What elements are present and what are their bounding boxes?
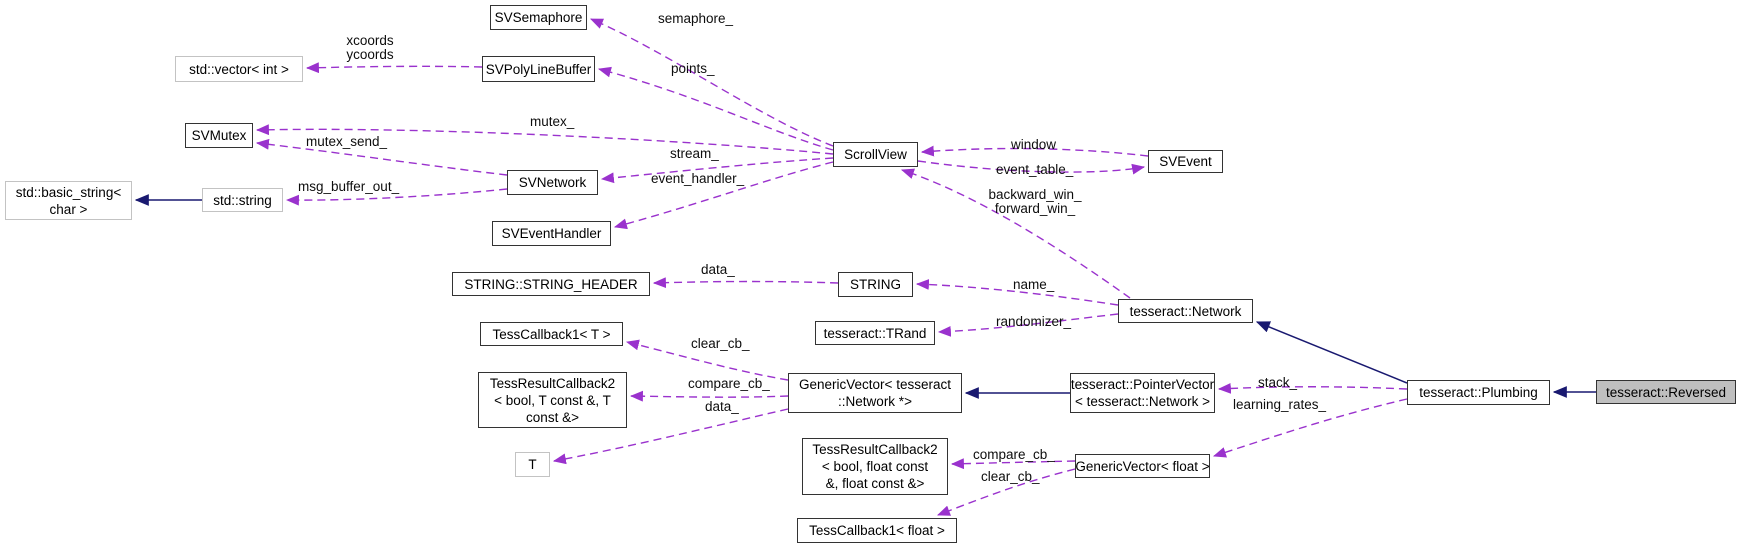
edge-semaphore (590, 18, 834, 147)
edge-mutex-send (255, 138, 508, 176)
edge-label-semaphore: semaphore_ (658, 11, 734, 26)
edge-label-backward-forward-win: backward_win_ forward_win_ (980, 188, 1090, 216)
edge-label-ycoords: ycoords (346, 47, 394, 62)
node-tesseract-plumbing[interactable]: tesseract::Plumbing (1407, 380, 1550, 405)
node-std-string: std::string (202, 188, 283, 212)
edge-label-data-t: data_ (705, 399, 739, 414)
edge-stream (600, 157, 834, 184)
edge-data-t (552, 408, 789, 465)
node-svmutex[interactable]: SVMutex (185, 123, 253, 148)
edge-window (920, 145, 1149, 157)
edge-label-clear-cb-t: clear_cb_ (691, 336, 750, 351)
node-label-line: < tesseract::Network > (1074, 394, 1211, 409)
edge-label-mutex: mutex_ (530, 114, 575, 129)
node-label-line: ::Network *> (838, 394, 912, 409)
edge-label-xcoords-ycoords: xcoords ycoords (335, 34, 405, 62)
node-string-header[interactable]: STRING::STRING_HEADER (452, 272, 650, 296)
edge-label-xcoords: xcoords (346, 33, 394, 48)
edge-data-string (652, 277, 839, 289)
node-label-line: char > (49, 201, 88, 217)
node-t: T (515, 452, 550, 477)
node-label-line: &, float const &> (825, 476, 925, 491)
edge-label-stack: stack_ (1258, 375, 1298, 390)
edge-xcoords-ycoords (305, 62, 483, 74)
node-label-line: std::basic_string< (15, 184, 122, 200)
node-genericvector-float[interactable]: GenericVector< float > (1075, 454, 1210, 478)
node-label-line: < bool, float const (821, 459, 929, 474)
node-tesseract-pointervector[interactable]: tesseract::PointerVector < tesseract::Ne… (1070, 373, 1215, 413)
edge-event-handler (613, 161, 834, 230)
node-svpolylinebuffer[interactable]: SVPolyLineBuffer (482, 56, 595, 82)
node-tesscallback1-float[interactable]: TessCallback1< float > (797, 518, 957, 543)
edge-stack (1217, 383, 1408, 394)
edge-label-event-table: event_table_ (996, 162, 1074, 177)
edge-label-forward-win: forward_win_ (994, 201, 1076, 216)
node-tesseract-reversed: tesseract::Reversed (1596, 380, 1736, 404)
node-label-line: TessResultCallback2 (489, 375, 616, 391)
node-label-line: GenericVector< tesseract (799, 377, 951, 392)
node-label-line: < bool, T const &, T (494, 392, 611, 408)
edge-points (597, 66, 834, 151)
node-tessresultcallback2-t[interactable]: TessResultCallback2 < bool, T const &, T… (478, 372, 627, 428)
edge-msg-buffer-out (285, 188, 508, 206)
edge-compare-cb-t (629, 390, 789, 402)
node-svnetwork[interactable]: SVNetwork (507, 170, 598, 195)
edge-label-name: name_ (1013, 277, 1055, 292)
edge-label-compare-cb-float: compare_cb_ (973, 447, 1055, 462)
node-svsemaphore[interactable]: SVSemaphore (490, 5, 587, 30)
node-sveventhandler[interactable]: SVEventHandler (492, 221, 611, 246)
edge-backward-forward-win (900, 168, 1131, 299)
node-tessresultcallback2-float[interactable]: TessResultCallback2 < bool, float const … (802, 438, 948, 495)
node-string[interactable]: STRING (838, 272, 913, 297)
edge-inherit-plumbing-network (1255, 321, 1408, 384)
edge-mutex (255, 124, 834, 155)
edge-label-mutex-send: mutex_send_ (306, 134, 388, 149)
edge-event-table (917, 160, 1146, 175)
node-tesseract-network[interactable]: tesseract::Network (1118, 299, 1253, 323)
edge-name (915, 279, 1119, 306)
edge-label-backward-win: backward_win_ (988, 187, 1082, 202)
edge-label-randomizer: randomizer_ (996, 314, 1072, 329)
edge-label-event-handler: event_handler_ (651, 171, 745, 186)
node-tesseract-trand[interactable]: tesseract::TRand (815, 321, 935, 345)
edge-label-stream: stream_ (670, 146, 719, 161)
edge-label-learning-rates: learning_rates_ (1233, 397, 1327, 412)
edge-label-data-string: data_ (701, 262, 735, 277)
node-std-vector-int: std::vector< int > (175, 56, 303, 82)
edge-label-msg-buffer-out: msg_buffer_out_ (298, 179, 400, 194)
edge-label-clear-cb-float: clear_cb_ (981, 469, 1040, 484)
node-label-line: tesseract::PointerVector (1070, 377, 1215, 392)
edge-label-points: points_ (671, 61, 715, 76)
edge-randomizer (937, 313, 1119, 337)
edge-learning-rates (1212, 398, 1408, 458)
node-label-line: const &> (526, 409, 579, 425)
node-std-basic-string: std::basic_string< char > (5, 181, 132, 220)
node-scrollview[interactable]: ScrollView (833, 142, 918, 167)
edge-label-compare-cb-t: compare_cb_ (688, 376, 770, 391)
node-svevent[interactable]: SVEvent (1148, 150, 1223, 173)
edge-label-window: window (1011, 137, 1057, 152)
edge-compare-cb-float (950, 458, 1076, 470)
edge-clear-cb-t (625, 339, 789, 381)
node-tesscallback1-t[interactable]: TessCallback1< T > (480, 322, 623, 346)
node-label-line: TessResultCallback2 (812, 442, 938, 457)
node-genericvector-network[interactable]: GenericVector< tesseract ::Network *> (788, 373, 962, 413)
edge-clear-cb-float (936, 468, 1076, 516)
